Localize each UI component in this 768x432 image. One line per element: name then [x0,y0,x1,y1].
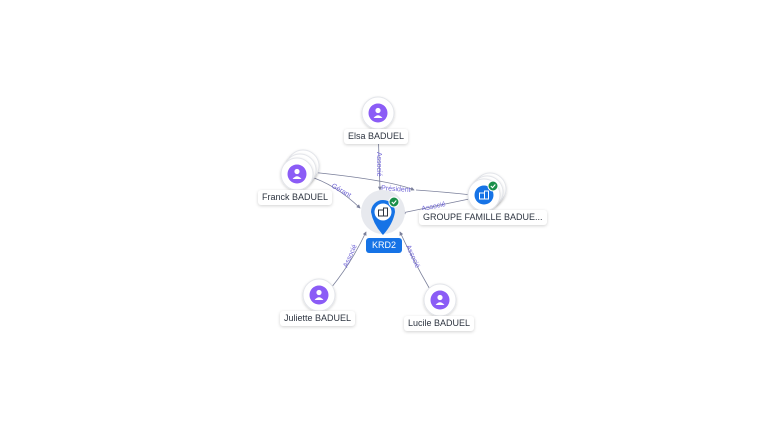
person-icon [368,103,388,123]
check-icon [487,180,499,192]
edge-franck-groupe[interactable] [309,171,415,191]
edge-label-juliette: Associé [342,243,358,268]
building-icon [378,207,388,217]
edge-label-elsa: Associé [375,152,382,177]
person-icon [430,290,450,310]
person-icon [309,285,329,305]
edge-lucile[interactable] [399,231,433,294]
building-icon [474,185,494,205]
node-groupe[interactable] [467,172,507,212]
node-juliette[interactable] [302,278,336,312]
node-lucile[interactable] [423,283,457,317]
node-center[interactable] [361,190,405,235]
node-elsa[interactable] [361,96,395,130]
edge-groupe-top[interactable] [415,189,473,196]
node-label-franck[interactable]: Franck BADUEL [258,190,333,205]
node-label-groupe[interactable]: GROUPE FAMILLE BADUE... [419,210,547,225]
edge-juliette[interactable] [330,231,367,289]
edge-label-groupe-top: Président [381,185,411,194]
node-franck[interactable] [280,149,320,191]
node-label-center[interactable]: KRD2 [366,238,403,253]
node-label-juliette[interactable]: Juliette BADUEL [280,311,356,326]
person-icon [287,164,307,184]
edge-label-lucile: Associé [404,244,420,269]
node-label-lucile[interactable]: Lucile BADUEL [404,316,475,331]
edge-label-franck: Gérant [330,183,352,200]
node-label-elsa[interactable]: Elsa BADUEL [344,129,409,144]
check-icon [388,196,400,208]
edge-groupe-bottom[interactable] [401,197,475,215]
edge-label-groupe-bottom: Associé [421,201,447,213]
